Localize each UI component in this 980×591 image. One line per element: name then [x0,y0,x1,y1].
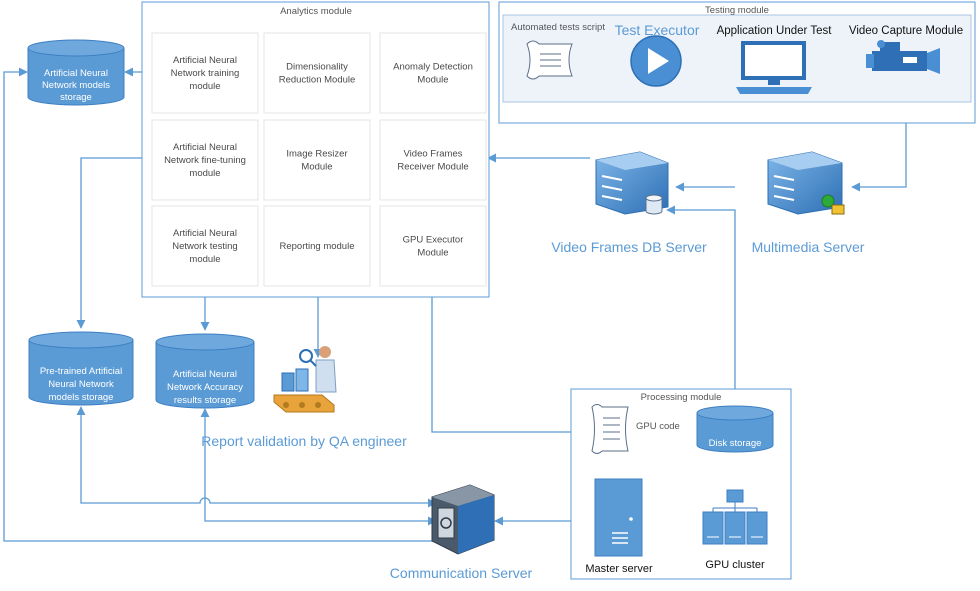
ann-models-storage-line-3: storage [60,92,92,103]
module-dimensionality-reduction-line: Dimensionality [286,62,348,73]
module-reporting-line: Reporting module [280,241,355,252]
accuracy-storage-line-2: Network Accuracy [167,382,243,393]
ann-models-storage-line-2: Network models [42,80,110,91]
module-reporting: Reporting module [263,205,371,287]
module-ann-fine-tuning-line: Artificial Neural [173,142,237,153]
module-ann-testing-line: module [189,254,220,265]
report-validation-label: Report validation by QA engineer [201,433,407,449]
accuracy-storage-line-3: results storage [174,395,236,406]
master-server-icon [594,478,643,557]
processing-module-title: Processing module [641,392,722,403]
db-server-icon [595,151,669,215]
play-icon [630,35,682,87]
communication-server-icon [431,484,495,555]
module-ann-fine-tuning-line: module [189,168,220,179]
ann-models-storage-line-1: Artificial Neural [44,68,108,79]
module-ann-training-line: Network training [171,68,240,79]
video-capture-module-label: Video Capture Module [849,25,963,37]
module-ann-testing-line: Artificial Neural [173,228,237,239]
gpu-code-document-icon [591,404,629,454]
module-anomaly-detection-line: Anomaly Detection [393,62,473,73]
module-ann-training-line: module [189,81,220,92]
processing-module: Processing module GPU code Disk storage … [570,388,792,580]
pretrained-storage-line-3: models storage [49,392,114,403]
module-dimensionality-reduction-line: Reduction Module [279,75,356,86]
module-ann-training-line: Artificial Neural [173,55,237,66]
application-under-test-label: Application Under Test [717,25,833,37]
testing-module-title: Testing module [705,5,769,16]
ann-models-storage: Artificial Neural Network models storage [27,39,125,106]
gpu-cluster-icon [702,489,768,545]
accuracy-results-storage: Artificial Neural Network Accuracy resul… [155,333,255,409]
multimedia-server-label: Multimedia Server [752,239,865,255]
testing-module: Testing module Automated tests script Te… [498,1,976,124]
module-video-frames-receiver-line: Video Frames [404,149,463,160]
module-ann-fine-tuning-line: Network fine-tuning [164,155,246,166]
multimedia-server-icon [767,151,845,215]
pretrained-storage-line-1: Pre-trained Artificial [40,366,122,377]
communication-server-label: Communication Server [390,565,533,581]
module-gpu-executor-line: GPU Executor [403,235,464,246]
accuracy-storage-line-1: Artificial Neural [173,369,237,380]
pretrained-models-storage: Pre-trained Artificial Neural Network mo… [28,331,134,406]
module-gpu-executor-line: Module [417,248,448,259]
gpu-code-label: GPU code [636,421,680,432]
qa-engineer-icon [273,346,337,413]
script-document-icon [526,40,573,80]
test-executor-label: Test Executor [615,22,700,38]
automated-tests-script-label: Automated tests script [511,22,605,33]
module-anomaly-detection-line: Module [417,75,448,86]
monitor-icon [736,41,812,94]
analytics-module: Analytics module Artificial NeuralNetwor… [141,1,490,298]
module-video-frames-receiver-line: Receiver Module [397,162,468,173]
disk-storage: Disk storage [696,405,774,453]
disk-storage-label: Disk storage [709,438,762,449]
gpu-cluster-label: GPU cluster [705,559,765,571]
pretrained-storage-line-2: Neural Network [48,379,114,390]
analytics-module-title: Analytics module [280,6,352,17]
module-ann-testing-line: Network testing [172,241,237,252]
module-image-resizer-line: Image Resizer [286,149,347,160]
master-server-label: Master server [585,563,653,575]
module-image-resizer-line: Module [301,162,332,173]
video-camera-icon [866,40,940,74]
db-server-label: Video Frames DB Server [551,239,707,255]
